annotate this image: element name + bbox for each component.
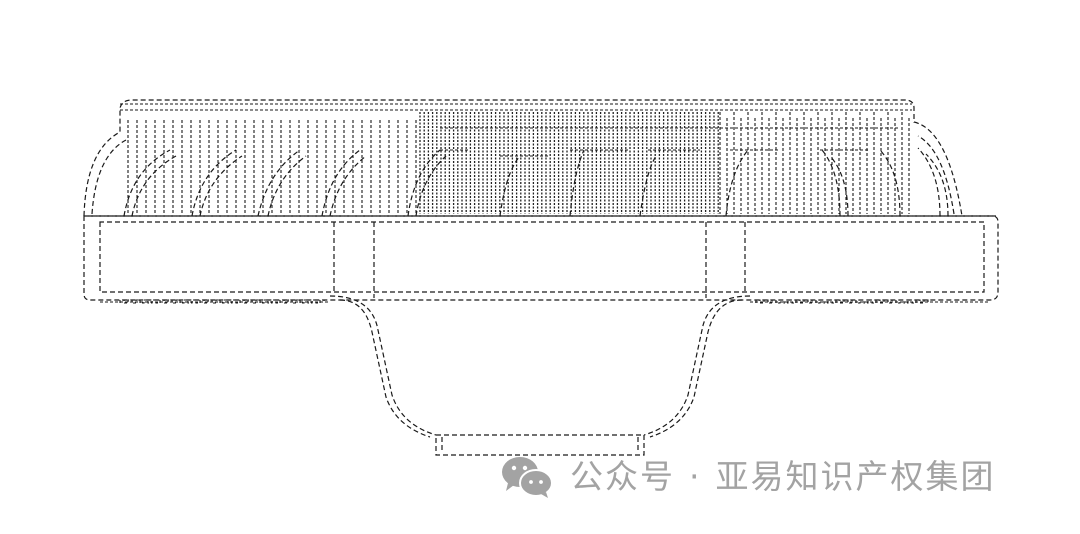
fin-array xyxy=(83,99,996,217)
wechat-icon xyxy=(502,457,553,498)
watermark-org: 亚易知识产权集团 xyxy=(715,457,996,496)
lower-bowl xyxy=(329,295,751,456)
watermark-label: 公众号 xyxy=(570,457,675,496)
base-teeth xyxy=(119,299,929,304)
watermark-separator: · xyxy=(689,457,702,496)
watermark: 公众号 · 亚易知识产权集团 xyxy=(500,455,996,499)
base-plate xyxy=(83,215,999,303)
